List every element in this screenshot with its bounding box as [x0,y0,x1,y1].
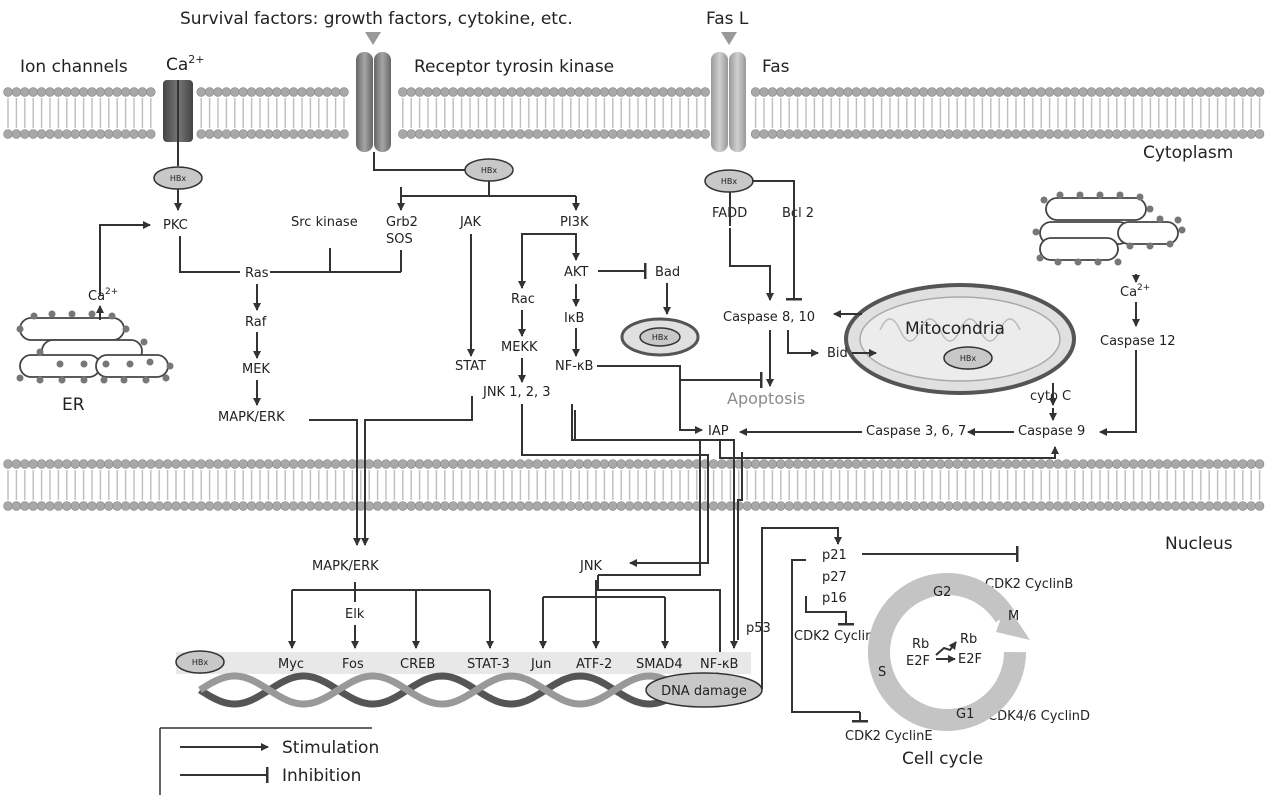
small-mitochondria-hbx: HBx [622,319,698,355]
hbx-oval-rtk: HBx [465,159,513,181]
hbx-oval-fas: HBx [705,170,753,192]
pi3k-node: PI3K [560,215,589,230]
cdk2-cyclinb-node: CDK2 CyclinB [985,577,1073,592]
svg-text:HBx: HBx [192,658,209,667]
rtk-label: Receptor tyrosin kinase [414,57,614,77]
cytoplasm-label: Cytoplasm [1143,143,1233,163]
mekk-node: MEKK [501,340,538,355]
caspase-9-node: Caspase 9 [1018,424,1085,439]
rb-left: Rb [912,637,929,652]
e2f-left: E2F [906,654,930,669]
nuclear-membrane [4,460,1264,511]
phase-g2: G2 [933,585,951,600]
bid-node: Bid [827,346,848,361]
atf2-gene: ATF-2 [576,657,612,672]
receptor-tyrosine-kinase [356,52,391,152]
smad4-gene: SMAD4 [636,657,683,672]
nfkb-gene: NF-κB [700,657,738,672]
hbx-oval-dna: HBx [176,651,224,673]
ca-channel-label: Ca2+ [166,53,205,75]
fos-gene: Fos [342,657,364,672]
fas-receptor-label: Fas [762,57,790,77]
jak-node: JAK [459,215,481,230]
hbx-oval-calcium: HBx [154,167,202,189]
dna-damage-label: DNA damage [661,684,747,699]
mek-node: MEK [242,362,270,377]
phase-g1: G1 [956,707,974,722]
mapk-erk-node: MAPK/ERK [218,410,285,425]
p16-node: p16 [822,591,847,606]
endoplasmic-reticulum-right [1040,198,1178,260]
er-label: ER [62,395,85,415]
jun-gene: Jun [530,657,551,672]
caspase-12-node: Caspase 12 [1100,334,1175,349]
stat3-gene: STAT-3 [467,657,510,672]
jnk123-node: JNK 1, 2, 3 [482,385,551,400]
fas-receptor [711,52,746,152]
nuc-jnk-node: JNK [579,559,603,574]
nfkb-node: NF-κB [555,359,593,374]
p21-node: p21 [822,548,847,563]
ikb-node: IκB [564,311,584,326]
rb-right: Rb [960,632,977,647]
ion-channels-label: Ion channels [20,57,128,77]
svg-text:HBx: HBx [960,354,977,363]
creb-gene: CREB [400,657,435,672]
iap-node: IAP [708,424,729,439]
svg-text:HBx: HBx [721,177,738,186]
stat-node: STAT [455,359,486,374]
er-ca-label: Ca2+ [88,287,118,304]
mitochondria-label: Mitocondria [905,319,1005,339]
akt-node: AKT [564,265,588,280]
er-right-ca-label: Ca2+ [1120,283,1150,300]
cell-cycle-ring [879,584,1030,720]
myc-gene: Myc [278,657,304,672]
caspase-8-10-node: Caspase 8, 10 [723,310,815,325]
phase-s: S [878,665,886,680]
bcl2-node: Bcl 2 [782,206,814,221]
raf-node: Raf [245,315,267,330]
hbx-oval-mito: HBx [944,347,992,369]
endoplasmic-reticulum-left [20,318,168,377]
phase-m: M [1008,609,1019,624]
bad-node: Bad [655,265,680,280]
grb2-node: Grb2 [386,215,418,230]
src-kinase-node: Src kinase [291,215,358,230]
p27-node: p27 [822,570,847,585]
sos-node: SOS [386,232,413,247]
fas-ligand-label: Fas L [706,9,749,29]
dna-helix [200,676,719,704]
survival-factors-label: Survival factors: growth factors, cytoki… [180,9,573,29]
rac-node: Rac [511,292,535,307]
nucleus-label: Nucleus [1165,534,1233,554]
elk-node: Elk [345,607,365,622]
ligand-arrowhead-rtk [365,32,381,45]
svg-text:HBx: HBx [481,166,498,175]
pkc-node: PKC [163,218,188,233]
apoptosis-node: Apoptosis [727,389,805,408]
ligand-arrowhead-fas [721,32,737,45]
cell-cycle-label: Cell cycle [902,749,983,769]
e2f-right: E2F [958,652,982,667]
ras-node: Ras [245,266,269,281]
cdk2-cycline-node: CDK2 CyclinE [845,729,933,744]
mitochondria [846,285,1074,393]
rb-release-arrows [936,642,956,659]
caspase-3-6-7-node: Caspase 3, 6, 7 [866,424,966,439]
legend-stimulation-label: Stimulation [282,738,379,758]
cyto-c-node: cyto C [1030,389,1071,404]
svg-text:HBx: HBx [170,174,187,183]
p53-node: p53 [746,621,771,636]
nuc-mapk-erk-node: MAPK/ERK [312,559,379,574]
svg-text:HBx: HBx [652,333,669,342]
cdk4-6-cyclind-node: CDK4/6 CyclinD [988,709,1090,724]
legend-inhibition-label: Inhibition [282,766,361,786]
